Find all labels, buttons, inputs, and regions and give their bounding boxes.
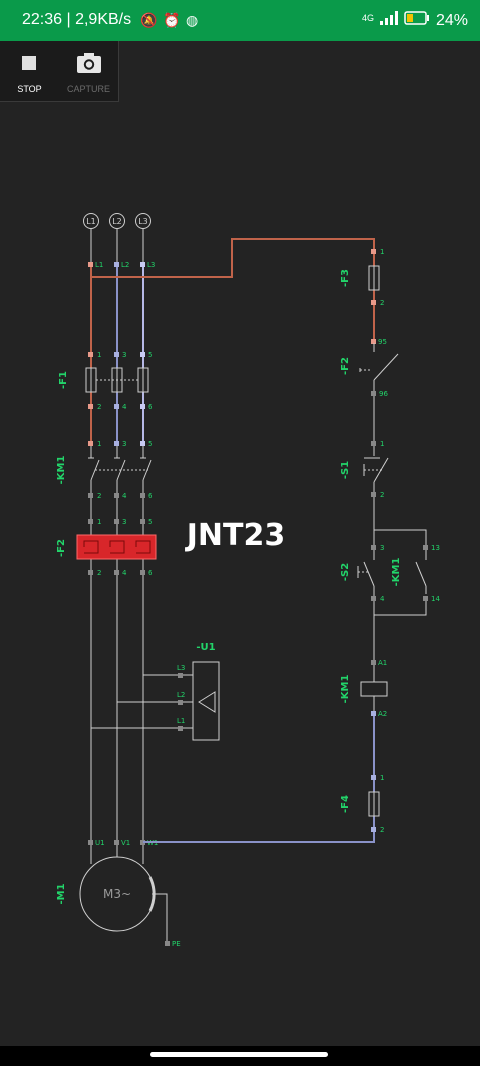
svg-text:1: 1 — [97, 440, 101, 448]
svg-text:4: 4 — [380, 595, 385, 603]
monitor-u1: L3 L2 L1 -U1 — [91, 642, 220, 741]
thermal-relay-f2: 1 3 5 2 4 6 -F2 — [56, 518, 157, 577]
battery-level: 24% — [435, 11, 468, 29]
start-switch-s2: 3 4 -S2 — [340, 529, 427, 616]
svg-text:L1: L1 — [86, 217, 96, 226]
svg-text:1: 1 — [380, 248, 384, 256]
svg-text:U1: U1 — [95, 839, 105, 847]
battery-icon — [404, 11, 430, 30]
signal-icon — [379, 11, 398, 30]
svg-text:3: 3 — [122, 351, 126, 359]
thermal-contact-f2: 96 -F2 — [340, 343, 399, 398]
contactor-km1: 1 3 5 2 4 6 -KM1 — [56, 440, 153, 500]
svg-text:4: 4 — [122, 403, 127, 411]
svg-text:2: 2 — [380, 491, 384, 499]
svg-text:1: 1 — [380, 440, 384, 448]
motor-m1: U1 V1 W1 M3~ PE -M1 — [56, 839, 181, 948]
svg-text:2: 2 — [97, 569, 101, 577]
svg-text:6: 6 — [148, 403, 153, 411]
svg-text:V1: V1 — [121, 839, 130, 847]
label-f3: -F3 — [340, 269, 351, 287]
svg-text:3: 3 — [380, 544, 384, 552]
svg-text:1: 1 — [380, 774, 384, 782]
label-f2: -F2 — [56, 539, 67, 557]
network-type: 4G — [361, 12, 374, 23]
label-pe: PE — [172, 940, 181, 948]
svg-text:3: 3 — [122, 518, 126, 526]
svg-text:1: 1 — [97, 351, 101, 359]
svg-text:L1: L1 — [95, 261, 103, 269]
label-km1-coil: -KM1 — [340, 675, 351, 704]
svg-text:2: 2 — [97, 492, 101, 500]
svg-text:6: 6 — [148, 569, 153, 577]
label-s1: -S1 — [340, 461, 351, 479]
navigation-bar — [0, 1046, 480, 1066]
svg-text:4: 4 — [122, 492, 127, 500]
schematic: L1 L2 L3 L1 L2 L3 1 3 5 2 4 6 — [56, 213, 440, 948]
svg-text:2: 2 — [380, 826, 384, 834]
control-feed-wire — [91, 238, 375, 278]
label-m1: -M1 — [56, 883, 67, 904]
label-s2: -S2 — [340, 563, 351, 581]
mute-icon: 🔕 — [140, 12, 158, 28]
stop-switch-s1: 1 2 -S1 — [340, 440, 390, 499]
label-km1: -KM1 — [56, 456, 67, 485]
svg-text:L3: L3 — [147, 261, 155, 269]
svg-text:95: 95 — [378, 338, 387, 346]
label-f1: -F1 — [58, 371, 69, 389]
app-icon: ◍ — [186, 12, 199, 28]
diagram-title: JNT23 — [185, 518, 285, 553]
coil-km1: A1 A2 -KM1 — [340, 659, 388, 718]
svg-text:96: 96 — [379, 390, 388, 398]
motor-symbol-label: M3~ — [103, 887, 131, 901]
label-km1-aux: -KM1 — [391, 558, 402, 587]
label-f2-contact: -F2 — [340, 357, 351, 375]
status-right: 4G 24% — [362, 11, 468, 30]
alarm-icon: ⏰ — [163, 12, 181, 28]
status-time: 22:36 | 2,9KB/s — [22, 11, 132, 28]
stop-button[interactable]: STOP — [0, 41, 59, 101]
svg-text:L3: L3 — [138, 217, 148, 226]
svg-text:2: 2 — [380, 299, 384, 307]
home-gesture-handle[interactable] — [150, 1052, 328, 1057]
svg-text:2: 2 — [97, 403, 101, 411]
svg-text:4: 4 — [122, 569, 127, 577]
svg-text:L1: L1 — [177, 717, 185, 725]
svg-text:5: 5 — [148, 518, 152, 526]
svg-text:14: 14 — [431, 595, 440, 603]
fuse-f3: 1 2 95 -F3 — [340, 248, 387, 346]
camera-icon — [77, 53, 101, 73]
capture-toolbar: STOP CAPTURE — [0, 41, 119, 102]
capture-button[interactable]: CAPTURE — [59, 41, 118, 101]
capture-label: CAPTURE — [66, 84, 110, 94]
svg-text:5: 5 — [148, 351, 152, 359]
svg-text:3: 3 — [122, 440, 126, 448]
svg-text:L2: L2 — [177, 691, 185, 699]
control-return-wire — [143, 830, 375, 843]
svg-text:6: 6 — [148, 492, 153, 500]
svg-text:L2: L2 — [121, 261, 129, 269]
fuse-f4: 1 2 -F4 — [340, 774, 384, 834]
aux-contact-km1: 13 14 -KM1 — [391, 544, 440, 603]
svg-text:A1: A1 — [378, 659, 387, 667]
fuse-f1: 1 3 5 2 4 6 -F1 — [58, 351, 153, 411]
svg-text:13: 13 — [431, 544, 440, 552]
status-bar: 22:36 | 2,9KB/s 🔕 ⏰ ◍ 4G 24% — [0, 0, 480, 41]
stop-label: STOP — [17, 84, 42, 94]
svg-text:A2: A2 — [378, 710, 387, 718]
phase-l1: L1 — [83, 213, 99, 229]
phase-l2: L2 — [109, 213, 125, 229]
svg-text:L2: L2 — [112, 217, 122, 226]
stop-icon — [22, 56, 36, 70]
label-f4: -F4 — [340, 795, 351, 813]
label-u1: -U1 — [196, 642, 215, 653]
svg-text:5: 5 — [148, 440, 152, 448]
svg-text:1: 1 — [97, 518, 101, 526]
phase-l3: L3 — [135, 213, 151, 229]
circuit-diagram: L1 L2 L3 L1 L2 L3 1 3 5 2 4 6 — [0, 101, 480, 1046]
svg-text:L3: L3 — [177, 664, 185, 672]
